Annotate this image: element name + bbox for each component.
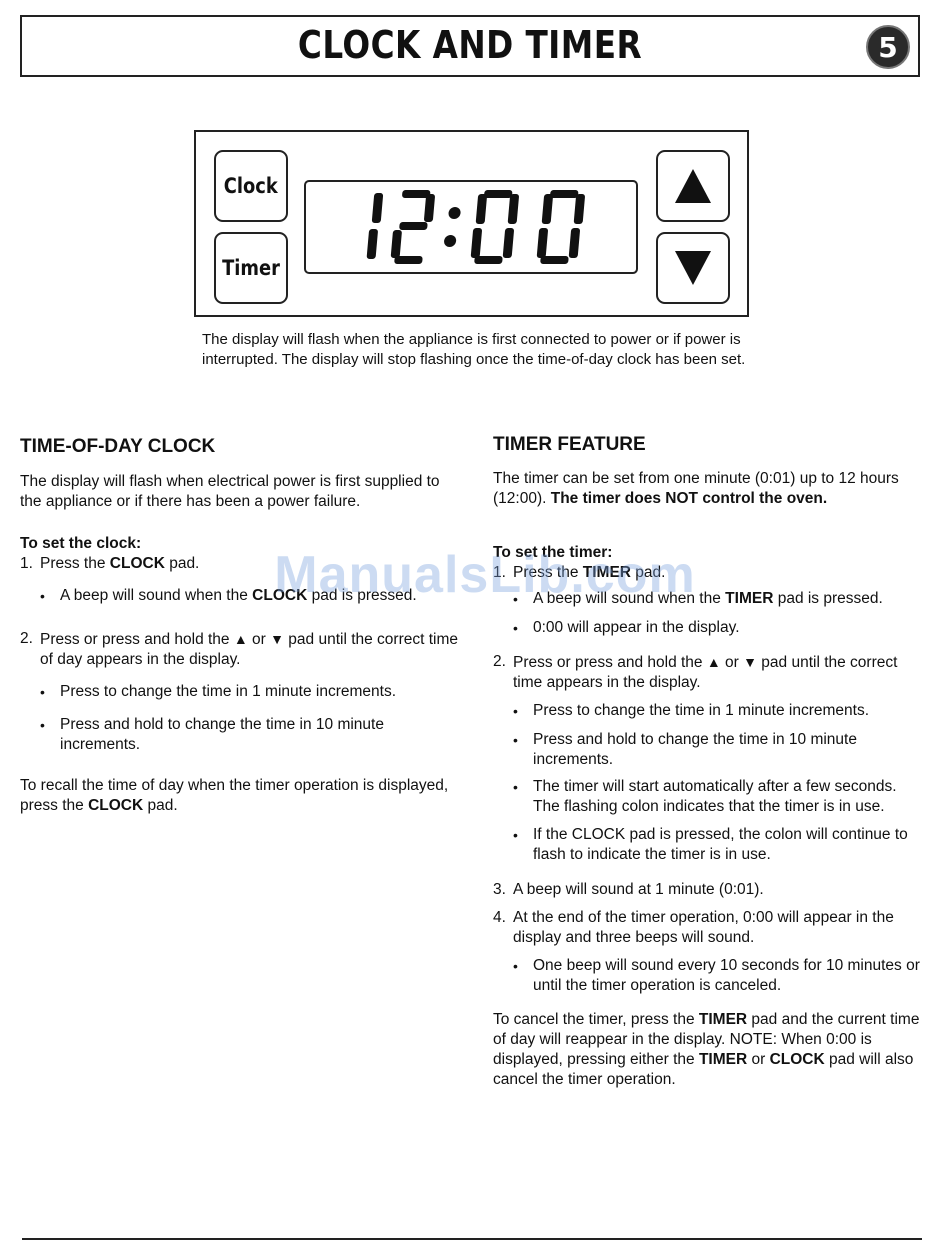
panel-caption: The display will flash when the applianc… — [202, 331, 746, 368]
timer-step-1: 1. Press the TIMER pad. — [493, 563, 925, 583]
timer-step-2-bullets: Press to change the time in 1 minute inc… — [493, 701, 925, 865]
timer-step-3: 3. A beep will sound at 1 minute (0:01). — [493, 880, 925, 900]
clock-step-2-bullets: Press to change the time in 1 minute inc… — [20, 682, 465, 755]
clock-pad-label: Clock — [224, 174, 278, 198]
down-arrow-icon: ▼ — [743, 654, 757, 670]
set-timer-subheading: To set the timer: — [493, 544, 613, 561]
down-arrow-pad — [656, 232, 730, 304]
intro-bold: The timer does NOT control the oven. — [550, 490, 828, 507]
up-arrow-icon: ▲ — [706, 654, 721, 670]
step-bold: CLOCK — [109, 555, 165, 572]
time-of-day-heading: TIME-OF-DAY CLOCK — [20, 436, 216, 457]
timer-step-1-bullets: A beep will sound when the TIMER pad is … — [493, 589, 925, 638]
step-text: Press the — [513, 564, 583, 581]
list-item: 0:00 will appear in the display. — [493, 618, 925, 638]
up-arrow-pad — [656, 150, 730, 222]
down-arrow-icon: ▼ — [270, 631, 284, 647]
clock-step-1: 1. Press the CLOCK pad. — [20, 554, 465, 574]
step-text: pad until the correct time of day appear… — [40, 631, 459, 668]
bullet-text: A beep will sound when the — [60, 587, 253, 604]
list-item: Press to change the time in 1 minute inc… — [493, 701, 925, 721]
timer-intro: The timer can be set from one minute (0:… — [493, 469, 925, 509]
timer-pad-label: Timer — [222, 256, 280, 280]
note-text: pad. — [143, 797, 178, 814]
list-item: Press and hold to change the time in 10 … — [493, 730, 925, 770]
step-number: 1. — [20, 555, 33, 572]
step-text: Press or press and hold the — [40, 631, 234, 648]
timer-step-4: 4. At the end of the timer operation, 0:… — [493, 908, 925, 948]
note-text: pad will also cancel the timer operation… — [493, 1051, 914, 1088]
step-number: 2. — [493, 653, 506, 670]
step-text: Press the — [40, 555, 110, 572]
clock-pad: Clock — [214, 150, 288, 222]
up-arrow-icon — [675, 169, 711, 203]
note-bold: TIMER — [698, 1051, 748, 1068]
bullet-text: A beep will sound when the — [533, 590, 726, 607]
bottom-rule — [22, 1238, 922, 1240]
note-text: pad and the current time of day will rea… — [493, 1011, 920, 1068]
timer-feature-heading: TIMER FEATURE — [493, 434, 646, 455]
note-text: To cancel the timer, press the — [493, 1011, 699, 1028]
list-item: Press to change the time in 1 minute inc… — [20, 682, 465, 702]
list-item: One beep will sound every 10 seconds for… — [493, 956, 925, 996]
timer-step-4-bullets: One beep will sound every 10 seconds for… — [493, 956, 925, 996]
step-text: pad until the correct time appears in th… — [513, 654, 898, 691]
note-text: or — [747, 1051, 770, 1068]
step-text: or — [247, 631, 271, 648]
list-item: The timer will start automatically after… — [493, 777, 925, 817]
clock-step-2: 2. Press or press and hold the ▲ or ▼ pa… — [20, 629, 465, 670]
note-bold: TIMER — [698, 1011, 748, 1028]
digit-1-segment-upper — [371, 193, 384, 223]
bullet-bold: CLOCK — [252, 587, 308, 604]
step-text: or — [720, 654, 744, 671]
cancel-timer-note: To cancel the timer, press the TIMER pad… — [493, 1010, 925, 1090]
step-text: pad. — [164, 555, 200, 572]
page-number-badge: 5 — [866, 25, 910, 69]
list-item: A beep will sound when the TIMER pad is … — [493, 589, 925, 609]
page-title: CLOCK AND TIMER — [297, 23, 643, 67]
intro-text: The timer can be set from one minute (0:… — [493, 470, 899, 507]
time-of-day-section: TIME-OF-DAY CLOCK The display will flash… — [20, 435, 465, 816]
recall-time-note: To recall the time of day when the timer… — [20, 776, 465, 816]
step-number: 4. — [493, 909, 506, 926]
note-bold: CLOCK — [88, 797, 144, 814]
list-item: If the CLOCK pad is pressed, the colon w… — [493, 825, 925, 865]
bullet-bold: TIMER — [725, 590, 774, 607]
bullet-text: pad is pressed. — [773, 590, 883, 607]
step-bold: TIMER — [582, 564, 631, 581]
timer-pad: Timer — [214, 232, 288, 304]
step-text: A beep will sound at 1 minute (0:01). — [513, 881, 764, 898]
list-item: Press and hold to change the time in 10 … — [20, 715, 465, 755]
timer-feature-section: TIMER FEATURE The timer can be set from … — [493, 433, 925, 1090]
clock-step-1-bullets: A beep will sound when the CLOCK pad is … — [20, 586, 465, 606]
note-text: To recall the time of day when the timer… — [20, 777, 449, 814]
time-display-digits — [366, 190, 585, 264]
step-number: 3. — [493, 881, 506, 898]
step-number: 2. — [20, 630, 33, 647]
header-box: CLOCK AND TIMER 5 — [20, 15, 920, 77]
digit-1-segment-lower — [366, 229, 378, 259]
list-item: A beep will sound when the CLOCK pad is … — [20, 586, 465, 606]
up-arrow-icon: ▲ — [233, 631, 248, 647]
time-of-day-intro: The display will flash when electrical p… — [20, 473, 440, 510]
set-clock-subheading: To set the clock: — [20, 535, 142, 552]
time-display — [304, 180, 638, 274]
step-text: pad. — [631, 564, 666, 581]
step-text: Press or press and hold the — [513, 654, 707, 671]
step-text: At the end of the timer operation, 0:00 … — [513, 909, 894, 946]
down-arrow-icon — [675, 251, 711, 285]
timer-step-2: 2. Press or press and hold the ▲ or ▼ pa… — [493, 652, 925, 693]
step-number: 1. — [493, 564, 506, 581]
control-panel-illustration: Clock Timer — [194, 130, 749, 317]
note-bold: CLOCK — [769, 1051, 825, 1068]
bullet-text: pad is pressed. — [307, 587, 417, 604]
